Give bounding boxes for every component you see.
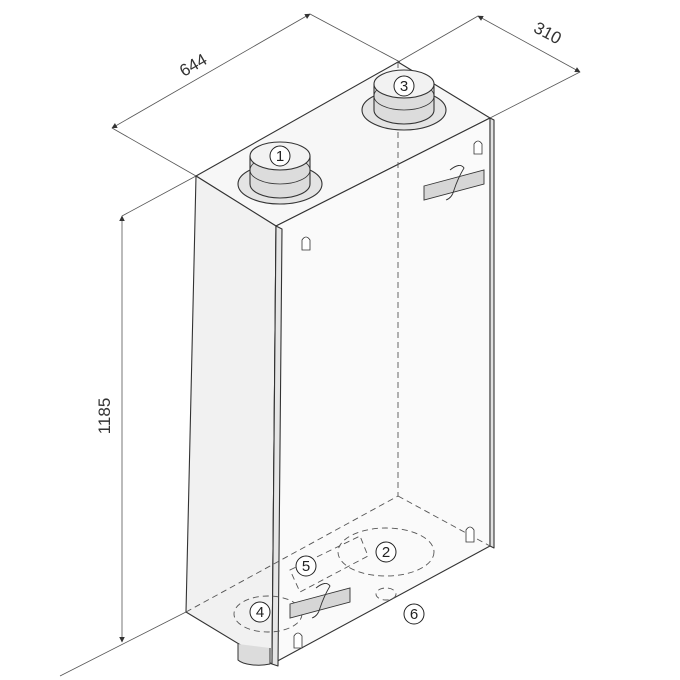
keyhole-bottom-left-icon xyxy=(293,632,303,649)
cabinet xyxy=(185,61,495,667)
callout-1-circle xyxy=(269,145,291,167)
hidden-edge-bottom-left xyxy=(185,495,399,613)
callout-3-circle xyxy=(393,75,415,97)
keyhole-top-left-icon xyxy=(301,236,311,251)
height-extension-top xyxy=(121,175,197,217)
depth-label: 310 xyxy=(531,18,565,48)
callout-6-label: 6 xyxy=(410,606,418,623)
callout-5-label: 5 xyxy=(302,558,310,575)
callout-4-label: 4 xyxy=(256,604,264,621)
width-label: 644 xyxy=(176,50,210,81)
dimension-lines xyxy=(59,13,581,677)
width-dimension-line xyxy=(111,13,311,129)
callout-6-circle xyxy=(403,603,425,625)
hidden-edges xyxy=(185,62,491,633)
callout-5-circle xyxy=(295,555,317,577)
top-wall-bracket xyxy=(423,165,485,201)
cabinet-side-face xyxy=(185,175,277,665)
hidden-edge-bottom-right xyxy=(397,495,491,547)
callout-1-label: 1 xyxy=(276,148,284,165)
cabinet-front-edge xyxy=(271,225,283,667)
callouts xyxy=(249,75,425,625)
keyhole-top-right-icon xyxy=(473,140,483,155)
bottom-bracket-plate xyxy=(289,587,351,619)
cabinet-right-edge xyxy=(489,117,495,549)
hidden-outlet-2 xyxy=(337,527,435,577)
bottom-bracket-hook xyxy=(311,583,331,619)
keyholes xyxy=(293,140,483,649)
hidden-bracket-5 xyxy=(289,535,369,593)
callout-4-circle xyxy=(249,601,271,623)
top-bracket-hook xyxy=(445,165,465,201)
height-extension-bottom xyxy=(59,611,187,677)
callout-3-label: 3 xyxy=(400,78,408,95)
bottom-stub-duct xyxy=(237,644,271,666)
depth-dimension-line xyxy=(477,15,581,73)
keyhole-bottom-right-icon xyxy=(465,526,475,543)
callout-2-label: 2 xyxy=(382,544,390,561)
bottom-wall-bracket xyxy=(289,583,351,619)
depth-extension-left xyxy=(397,15,479,63)
width-extension-left xyxy=(111,127,197,177)
hidden-drain-6 xyxy=(375,587,397,601)
height-label: 1185 xyxy=(95,398,114,435)
width-extension-right xyxy=(309,13,401,63)
top-bracket-plate xyxy=(423,169,485,201)
bottom-stub-collar xyxy=(237,644,271,666)
callout-2-circle xyxy=(375,541,397,563)
depth-extension-right xyxy=(489,71,581,119)
